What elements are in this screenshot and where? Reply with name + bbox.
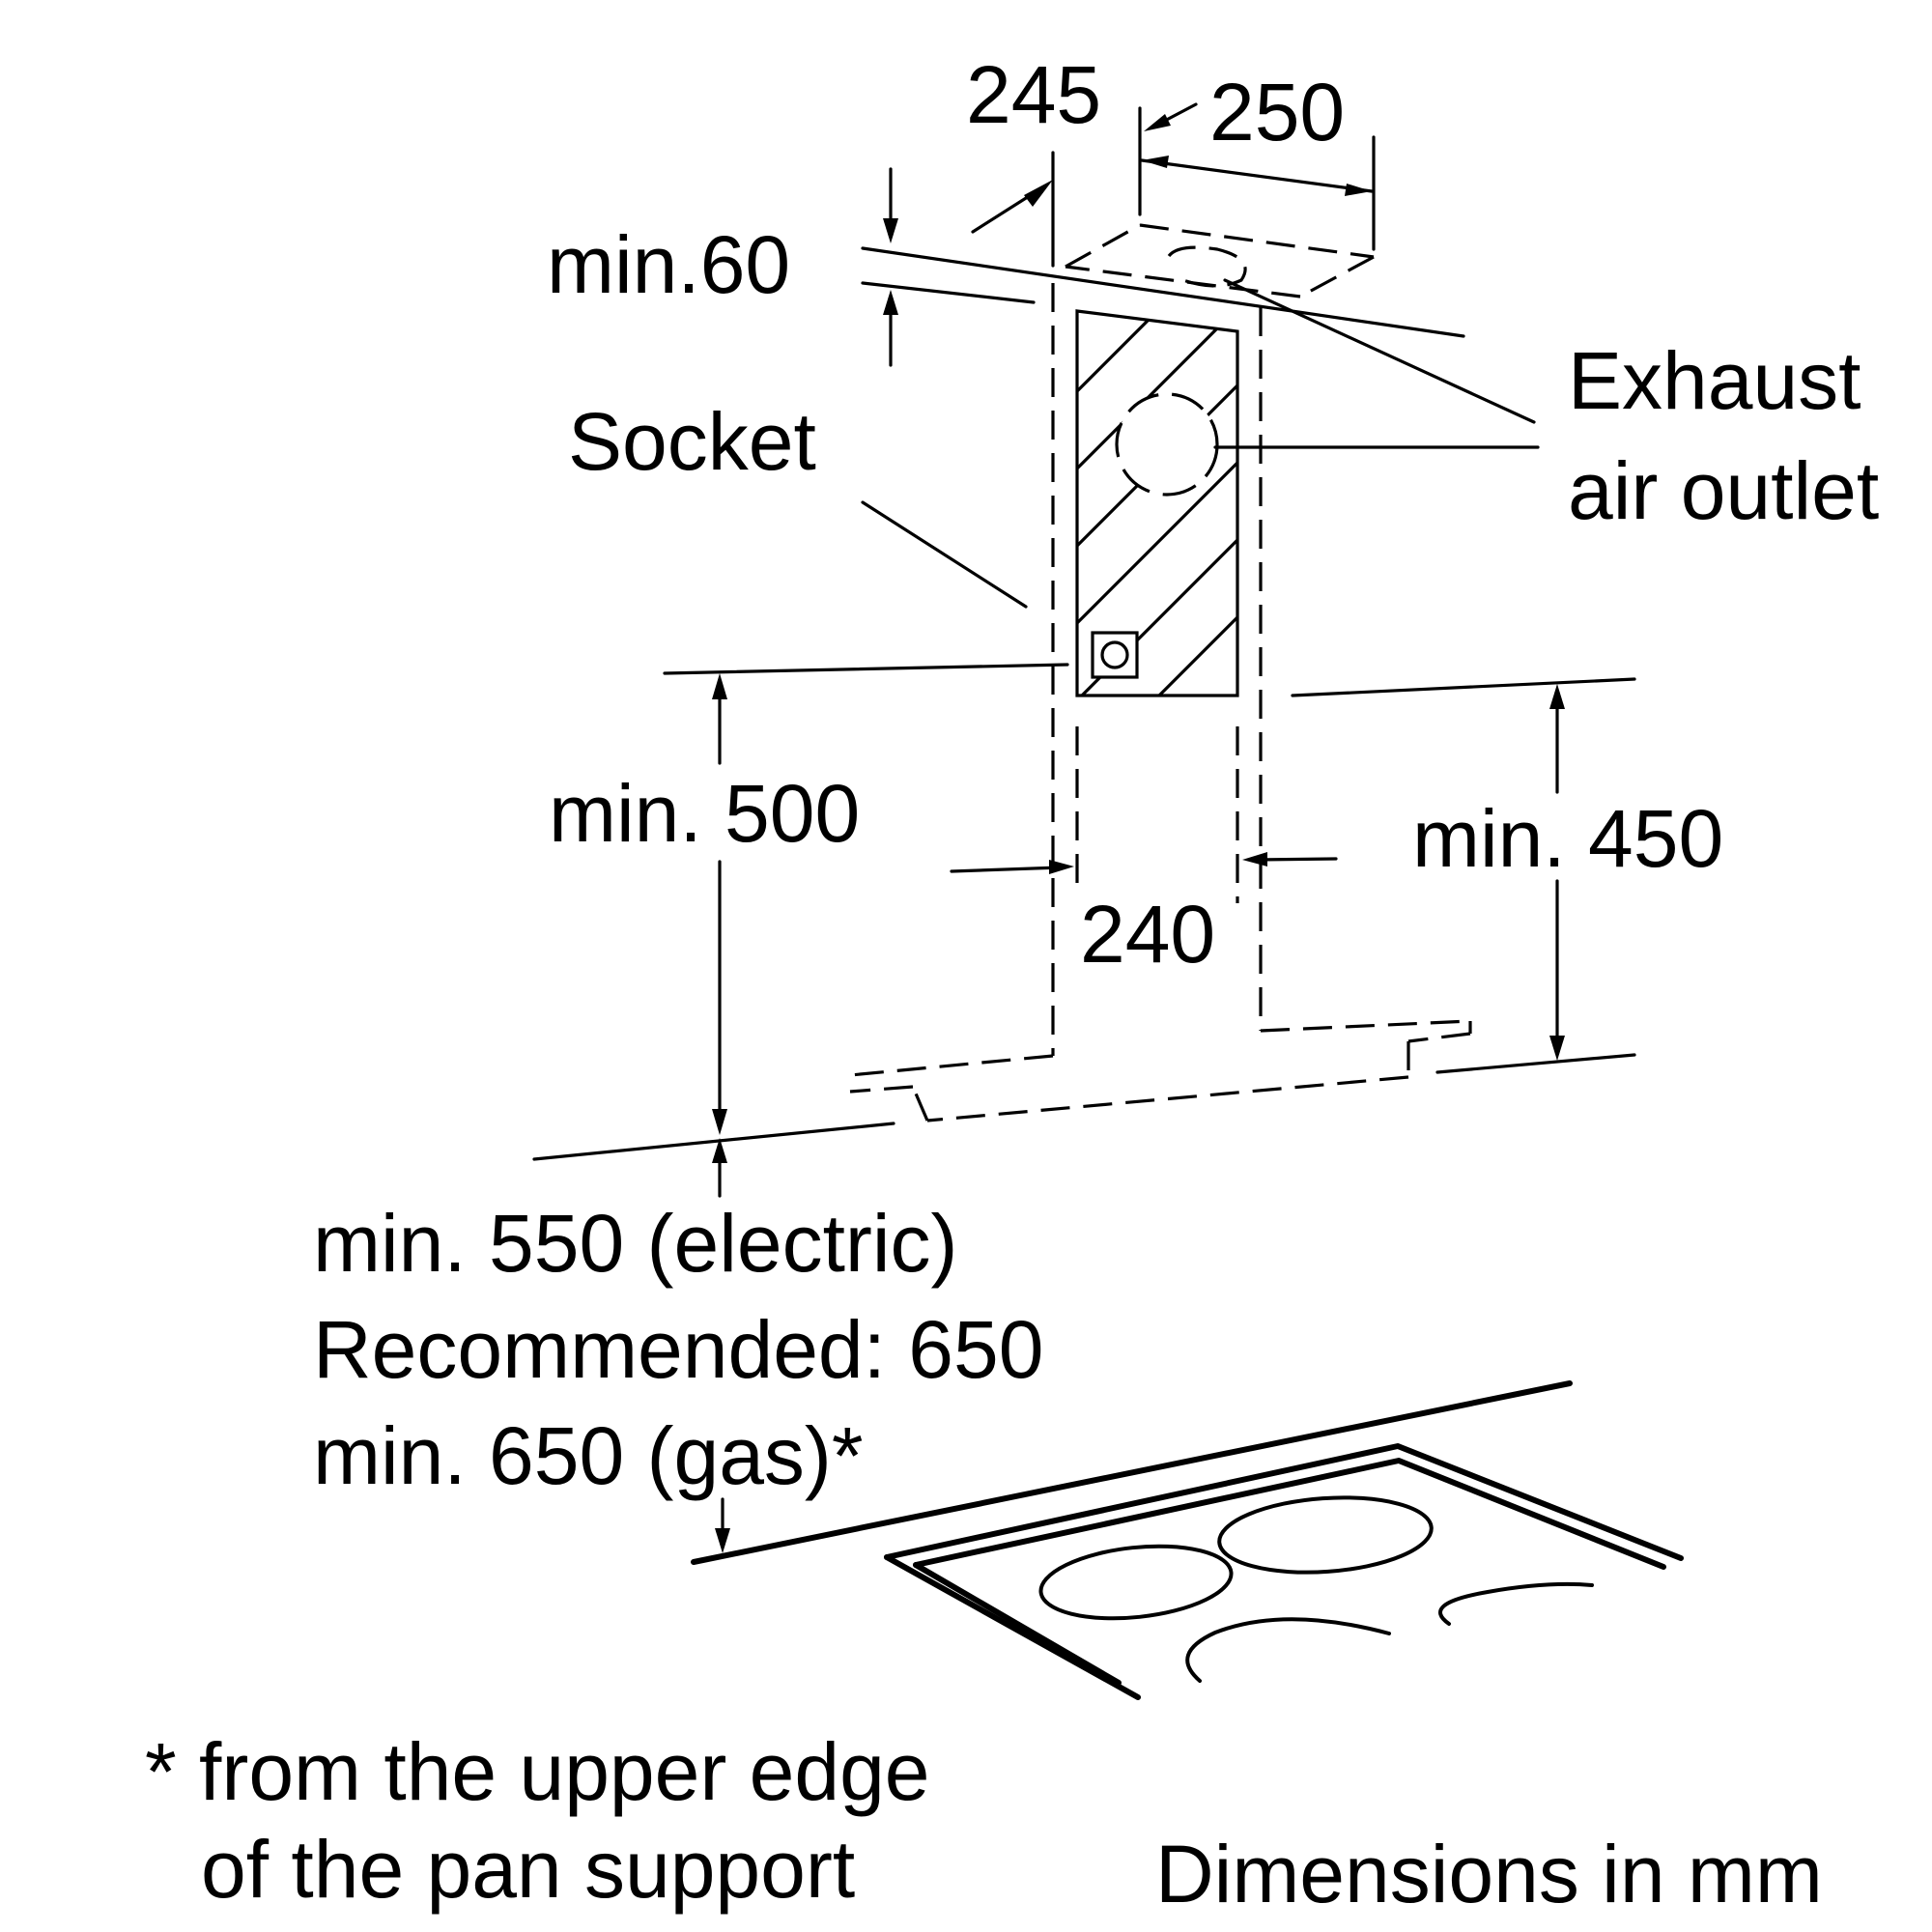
hob-distance-recommended: Recommended: 650 — [313, 1304, 1044, 1395]
dimension-min60-label: min.60 — [547, 219, 791, 310]
socket-leader-line — [861, 500, 1028, 609]
dimension-hob-distance — [712, 1138, 730, 1553]
dimension-240-label: 240 — [1080, 889, 1216, 980]
exhaust-label-line2: air outlet — [1568, 445, 1880, 536]
dimension-min450 — [1291, 677, 1636, 1074]
dimension-min500-label: min. 500 — [549, 768, 861, 859]
dimension-250 — [1138, 102, 1376, 251]
ceiling-line — [861, 246, 1465, 338]
dimension-250-label: 250 — [1209, 67, 1346, 157]
socket-label: Socket — [568, 396, 816, 487]
cooktop — [691, 1380, 1684, 1700]
hob-distance-gas: min. 650 (gas)* — [313, 1410, 864, 1501]
dimension-min60 — [883, 167, 898, 367]
hob-distance-electric: min. 550 (electric) — [313, 1198, 958, 1289]
exhaust-label-line1: Exhaust — [1568, 335, 1861, 426]
dimension-245-label: 245 — [966, 49, 1102, 140]
hood-outline — [849, 1019, 1472, 1122]
socket-symbol — [1091, 631, 1139, 679]
duct-outline — [1051, 283, 1263, 1056]
duct-top-outline — [1065, 223, 1375, 298]
dimension-min450-label: min. 450 — [1412, 793, 1724, 884]
units-note: Dimensions in mm — [1155, 1829, 1823, 1919]
ceiling-line-lower — [861, 281, 1036, 304]
footnote-line2: of the pan support — [201, 1824, 856, 1915]
exhaust-leader-line-upper — [1223, 278, 1536, 424]
dimension-min500 — [532, 663, 1069, 1161]
dimension-245 — [971, 151, 1055, 268]
dimension-240 — [950, 852, 1338, 874]
footnote-line1: * from the upper edge — [145, 1726, 930, 1817]
